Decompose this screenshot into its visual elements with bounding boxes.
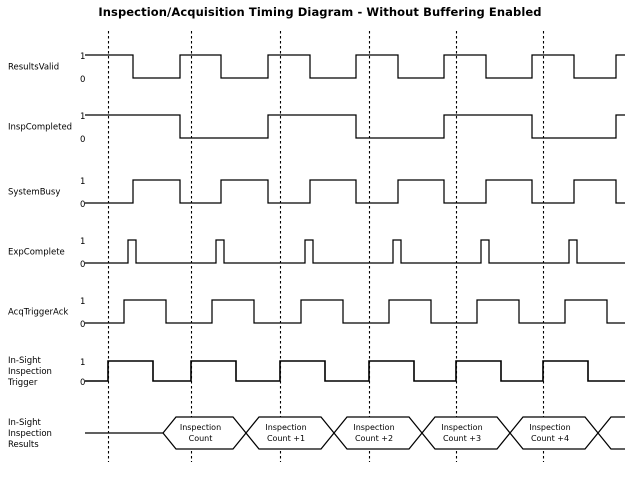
level-label-high-row-4: 1 (80, 297, 85, 307)
level-label-low-row-2: 0 (80, 200, 85, 210)
level-label-low-row-0: 0 (80, 75, 85, 85)
bus-cell (509, 416, 599, 450)
level-label-low-row-1: 0 (80, 135, 85, 145)
level-label-low-row-4: 0 (80, 320, 85, 330)
waveform-expcomplete (85, 239, 625, 264)
signal-label-acqtriggerack: AcqTriggerAck (8, 308, 68, 318)
waveform-in-sight-inspection-trigger (85, 360, 625, 382)
level-label-low-row-5: 0 (80, 378, 85, 388)
level-label-high-row-1: 1 (80, 112, 85, 122)
waveform-resultsvalid (85, 54, 625, 79)
level-label-high-row-5: 1 (80, 358, 85, 368)
level-label-low-row-3: 0 (80, 260, 85, 270)
level-label-high-row-2: 1 (80, 177, 85, 187)
level-label-high-row-0: 1 (80, 52, 85, 62)
signal-label-systembusy: SystemBusy (8, 188, 60, 198)
signal-label-expcomplete: ExpComplete (8, 248, 65, 258)
signal-labels-group: ResultsValidInspCompletedSystemBusyExpCo… (7, 52, 85, 450)
page-title: Inspection/Acquisition Timing Diagram - … (98, 5, 542, 19)
waveform-acqtriggerack (85, 299, 625, 324)
bus-cell (333, 416, 423, 450)
bus-cell (245, 416, 335, 450)
marker-lines-group (107, 31, 545, 462)
signal-label-inspcompleted: InspCompleted (8, 123, 72, 133)
level-label-high-row-3: 1 (80, 237, 85, 247)
waveforms-group (85, 54, 625, 382)
waveform-systembusy (85, 179, 625, 204)
bus-tail-open (597, 416, 625, 450)
waveform-inspcompleted (85, 114, 625, 139)
bus-cell (421, 416, 511, 450)
signal-label-resultsvalid: ResultsValid (8, 63, 59, 73)
bus-cell (162, 416, 247, 450)
